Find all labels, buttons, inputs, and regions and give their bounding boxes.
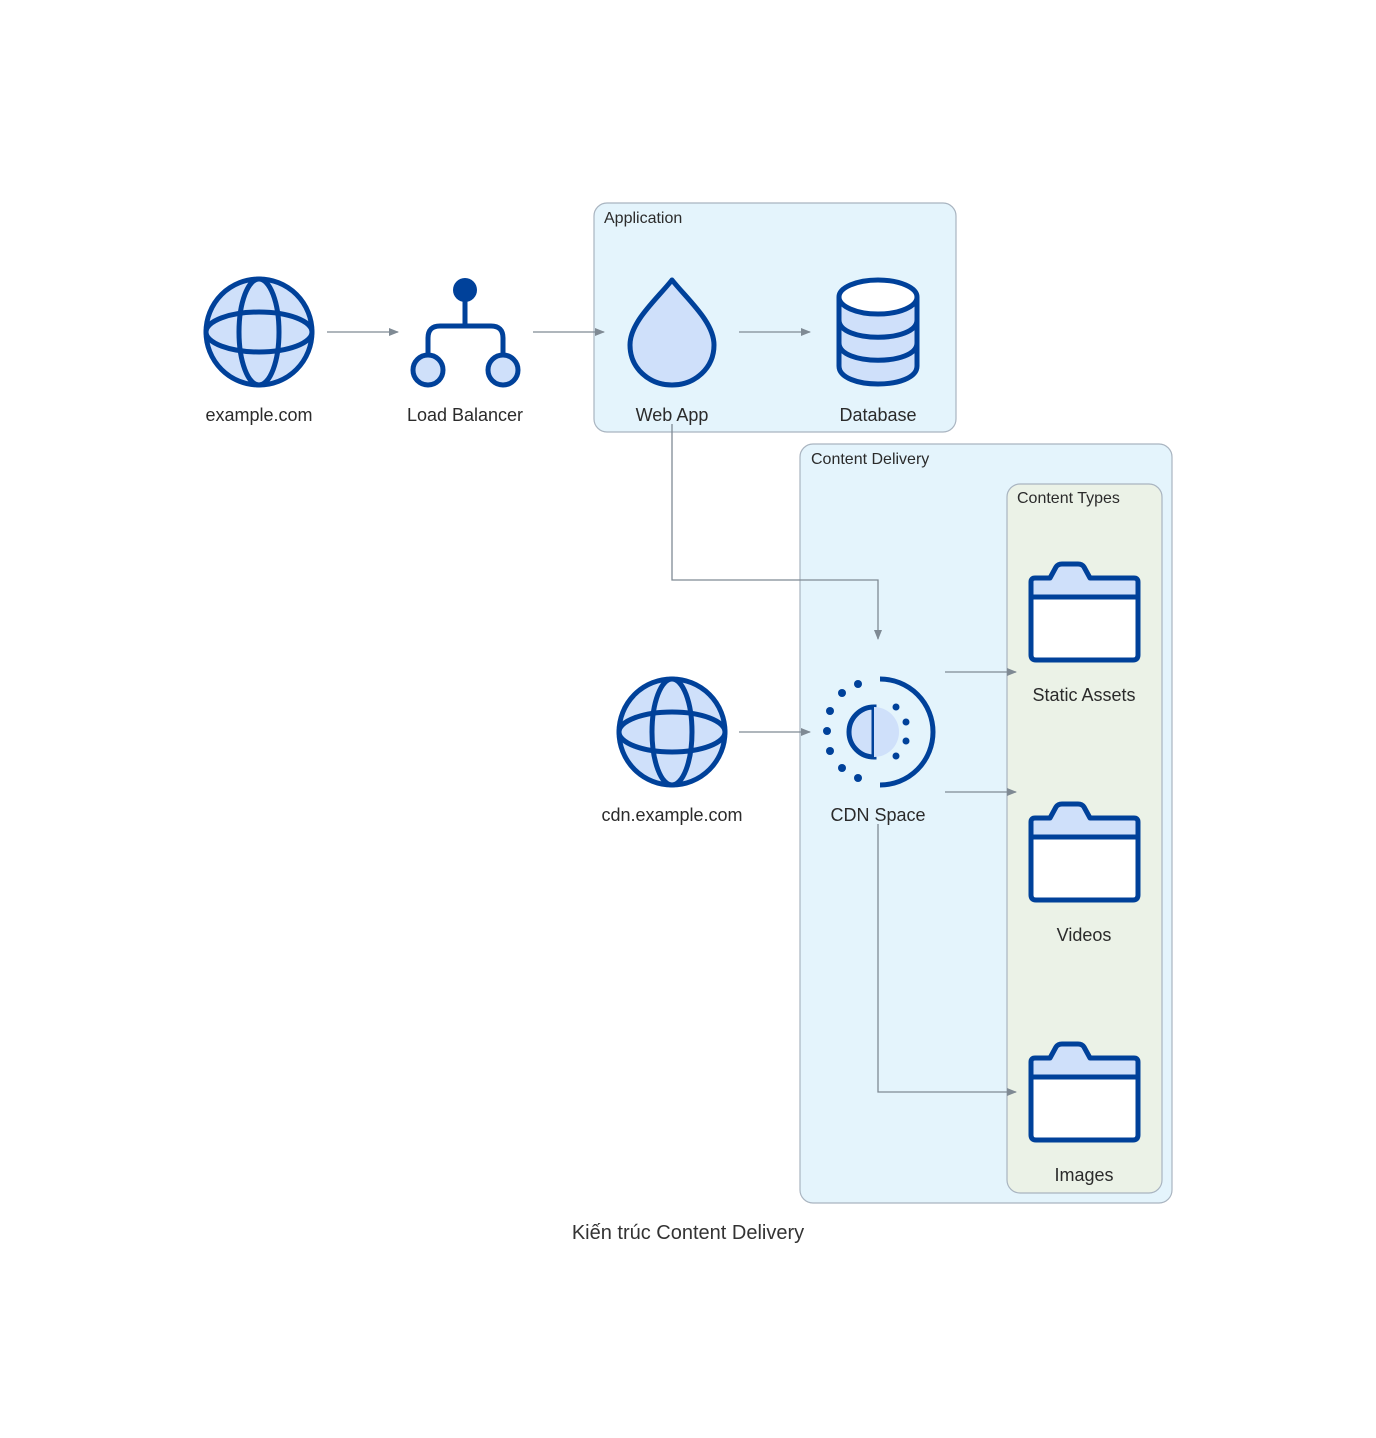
node-load-balancer-label: Load Balancer [407,405,523,425]
node-videos-label: Videos [1057,925,1112,945]
droplet-icon [627,277,717,388]
node-example-com[interactable]: example.com [203,276,315,425]
node-database[interactable]: Database [836,277,920,425]
node-images-label: Images [1054,1165,1113,1185]
folder-icon [1028,561,1141,663]
node-cdn-example-com[interactable]: cdn.example.com [601,676,743,825]
cdn-icon [823,676,936,788]
folder-icon [1028,801,1141,903]
globe-icon [616,676,728,788]
node-cdn-example-com-label: cdn.example.com [601,805,742,825]
edge-web-app-to-cdn-space [671,424,882,640]
edge-cdn-space-to-images [877,824,1017,1096]
node-videos[interactable]: Videos [1028,801,1141,945]
diagram-caption: Kiến trúc Content Delivery [572,1222,804,1244]
database-icon [836,277,920,387]
cluster-content-types-label: Content Types [1017,490,1120,507]
load-balancer-icon [410,278,521,388]
node-static-assets[interactable]: Static Assets [1028,561,1141,705]
globe-icon [203,276,315,388]
folder-icon [1028,1041,1141,1143]
cluster-content-delivery-label: Content Delivery [811,451,929,468]
node-cdn-space[interactable]: CDN Space [823,676,936,825]
node-static-assets-label: Static Assets [1032,685,1135,705]
node-web-app[interactable]: Web App [627,277,717,425]
node-example-com-label: example.com [205,405,312,425]
node-load-balancer[interactable]: Load Balancer [407,278,523,425]
cluster-application-label: Application [604,210,682,227]
node-cdn-space-label: CDN Space [830,805,925,825]
node-database-label: Database [839,405,916,425]
node-web-app-label: Web App [636,405,709,425]
node-images[interactable]: Images [1028,1041,1141,1185]
